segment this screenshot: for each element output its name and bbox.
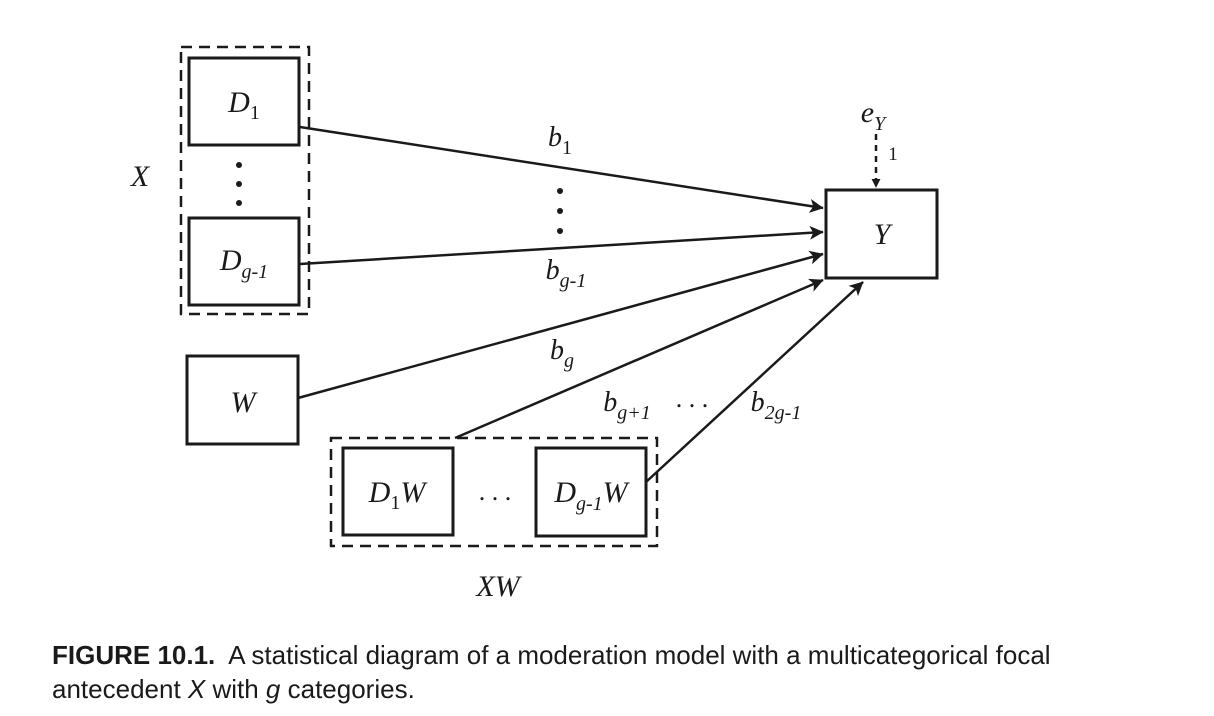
xw-group-ellipsis: . . . (479, 477, 512, 506)
node-y-box (824, 188, 939, 280)
figure-caption: FIGURE 10.1. A statistical diagram of a … (52, 638, 1162, 706)
coef-bg-label: bg (550, 335, 574, 372)
figure-caption-text-1: A statistical diagram of a moderation mo… (52, 640, 1051, 704)
coef-ellipsis-dot (557, 208, 563, 214)
path-dg-1-to-y (299, 225, 824, 266)
node-dg-1-label: Dg-1 (219, 244, 268, 283)
node-y-label: Y (874, 218, 894, 251)
x-group-ellipsis-dot (236, 162, 242, 168)
coef-b1-label: b1 (548, 122, 572, 159)
node-d1-box (187, 56, 301, 147)
figure-caption-text-2: with (205, 674, 266, 704)
coef-between-ellipsis: . . . (676, 384, 709, 413)
coef-ellipsis-dot (557, 228, 563, 234)
coef-bg-1-label: bg-1 (546, 255, 587, 292)
coef-bg+1-label: bg+1 (603, 387, 651, 424)
path-w-to-y (297, 250, 824, 400)
group-xw-box (329, 436, 659, 548)
group-xw-label: XW (475, 570, 522, 603)
error-term-label: eY (861, 96, 887, 135)
figure-caption-g: g (265, 674, 281, 704)
group-x-box (179, 45, 311, 316)
node-w-box (185, 354, 300, 446)
node-d1w-box (341, 446, 455, 537)
node-w-label: W (231, 386, 259, 419)
figure-caption-x: X (187, 674, 206, 704)
node-dg-1w-box (534, 446, 648, 538)
node-dg-1w-label: Dg-1W (553, 476, 630, 515)
path-d1w-to-y (454, 278, 824, 440)
group-x-label: X (130, 160, 151, 193)
figure-caption-label: FIGURE 10.1. (52, 640, 216, 670)
path-dg-1w-to-y (645, 281, 864, 483)
error-path-loading: 1 (888, 144, 898, 165)
node-d1w-label: D1W (368, 476, 429, 514)
coef-b2g-1-label: b2g-1 (751, 387, 802, 424)
node-dg-1-box (187, 216, 301, 307)
x-group-ellipsis-dot (236, 181, 242, 187)
path-d1-to-y (299, 125, 824, 213)
figure-caption-text-3: categories. (280, 674, 415, 704)
node-d1-label: D1 (227, 86, 260, 124)
x-group-ellipsis-dot (236, 200, 242, 206)
coef-ellipsis-dot (557, 188, 563, 194)
moderation-diagram: X D1 Dg-1 W XW D1W . . . Dg-1W Y eY 1 b1… (130, 45, 939, 603)
